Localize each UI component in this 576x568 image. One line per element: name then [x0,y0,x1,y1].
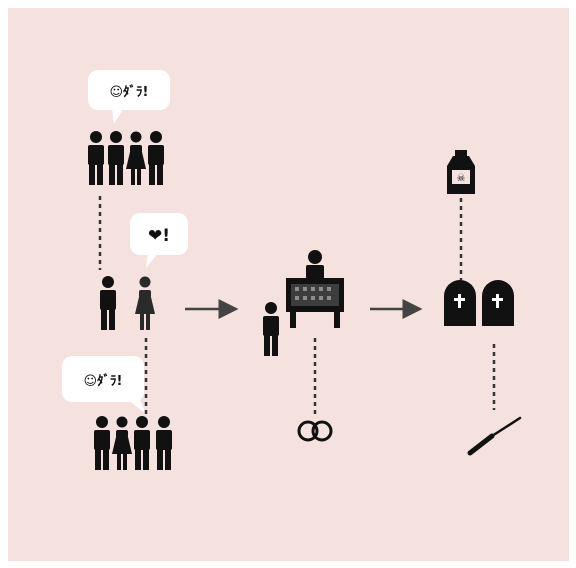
wedding-rings-icon [297,420,333,442]
person-icon [112,416,132,470]
person-icon [134,416,150,470]
tombstone-icon [444,280,476,326]
podium-scene [263,250,344,356]
bottle-icon: ☠ [447,150,475,194]
person-icon [306,250,324,279]
speech-bubble-heart: ❤! [130,213,188,268]
speech-bubble-icon [130,213,188,268]
tombstone-icon [482,280,514,326]
knife-icon [467,416,522,456]
person-icon [94,416,110,470]
speech-bubble-icon [62,356,146,414]
tombstones [444,280,514,326]
person-icon [263,302,279,356]
person-icon [126,131,146,185]
person-icon [108,131,124,185]
speech-bubble-bottom-text: ☺ﾀﾞﾗ! [84,373,123,389]
podium-icon [286,278,344,328]
couple [100,276,155,330]
person-icon [156,416,172,470]
life-story-diagram: ☺ﾀﾞﾗ! ❤! [62,70,522,470]
speech-bubble-top: ☺ﾀﾞﾗ! [88,70,170,124]
speech-bubble-icon [88,70,170,124]
person-icon [100,276,116,330]
person-icon [148,131,164,185]
svg-text:☠: ☠ [457,173,466,184]
speech-bubble-bottom: ☺ﾀﾞﾗ! [62,356,146,414]
diagram-panel: ☺ﾀﾞﾗ! ❤! [8,8,569,561]
group-bottom [94,416,172,470]
person-icon [88,131,104,185]
group-top [88,131,164,185]
person-icon [135,276,155,330]
speech-bubble-top-text: ☺ﾀﾞﾗ! [110,84,149,100]
heart-icon: ❤! [148,226,170,246]
